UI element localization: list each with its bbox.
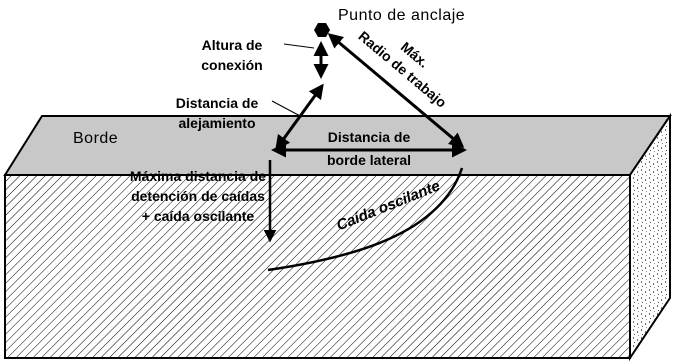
fall-arrest-label-line1: Máxima distancia de xyxy=(130,168,266,184)
setback-distance-arrow xyxy=(275,83,324,151)
anchor-point-label: Punto de anclaje xyxy=(338,7,465,24)
fall-arrest-label-line2: detención de caídas xyxy=(131,188,265,204)
setback-distance-label-line1: Distancia de xyxy=(176,95,259,111)
block-side-face xyxy=(629,112,671,362)
setback-distance-label-line2: alejamiento xyxy=(178,115,255,131)
edge-label: Borde xyxy=(73,130,118,147)
lateral-edge-distance-label-line1: Distancia de xyxy=(328,129,411,145)
setback-distance-leader xyxy=(271,100,303,118)
swing-fall-curve xyxy=(267,167,464,272)
connection-height-leader xyxy=(283,43,315,49)
lateral-edge-distance-label-line2: borde lateral xyxy=(327,152,411,168)
connection-height-label-line2: conexión xyxy=(201,57,262,73)
block-front-face xyxy=(4,174,631,359)
fall-arrest-label-line3: + caída oscilante xyxy=(142,208,255,224)
connection-height-label-line1: Altura de xyxy=(202,37,263,53)
anchor-point-hexagon-icon xyxy=(314,23,330,37)
working-radius-arrow xyxy=(327,33,465,148)
